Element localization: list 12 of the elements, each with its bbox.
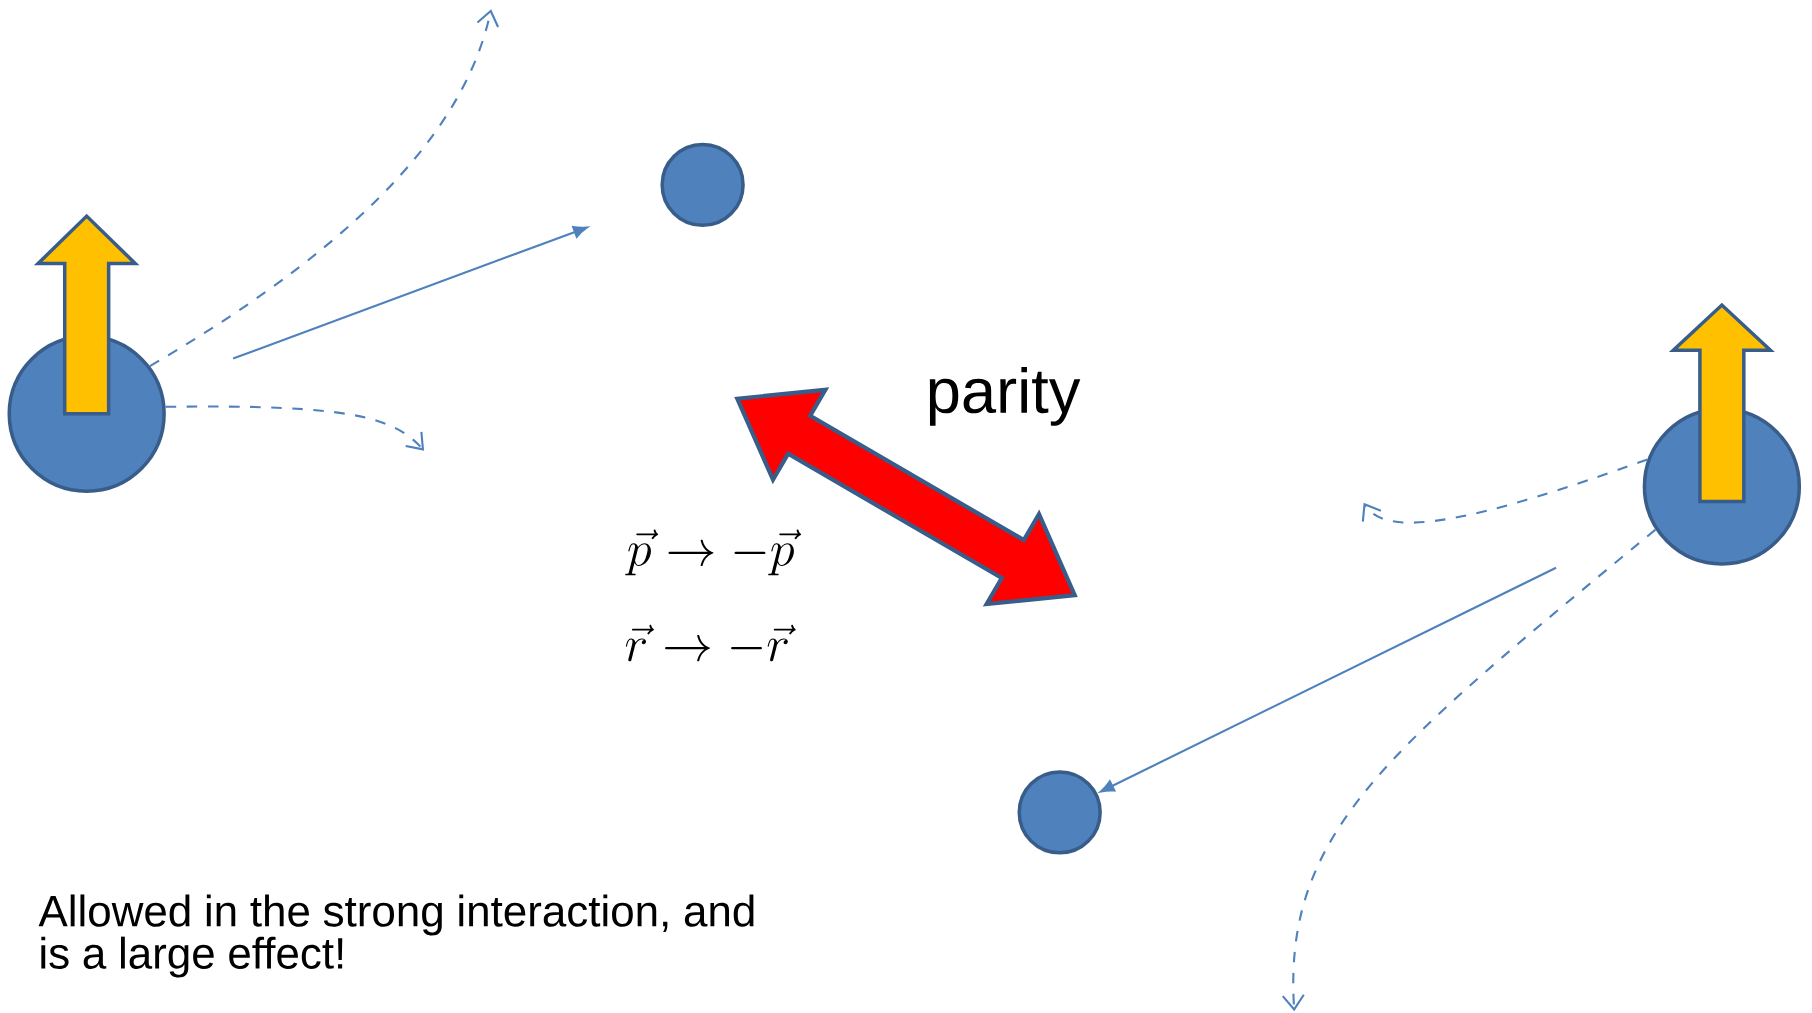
- particle-circle: [1017, 769, 1102, 855]
- arrow: [1281, 528, 1657, 1011]
- note-text: Allowed in the strong interaction, and is a large effect!: [38, 894, 754, 978]
- arrow: [149, 9, 500, 367]
- particle-circle: [660, 142, 745, 227]
- formula: $\vec{r} \rightarrow -\vec{r}$: [625, 624, 796, 662]
- arrow: [1361, 458, 1648, 524]
- arrow: [1099, 566, 1557, 793]
- arrow: [165, 405, 425, 451]
- parity-label: parity: [929, 366, 1081, 426]
- arrow: [232, 225, 588, 360]
- formula: $\vec{p} \rightarrow -\vec{p}$: [625, 529, 802, 576]
